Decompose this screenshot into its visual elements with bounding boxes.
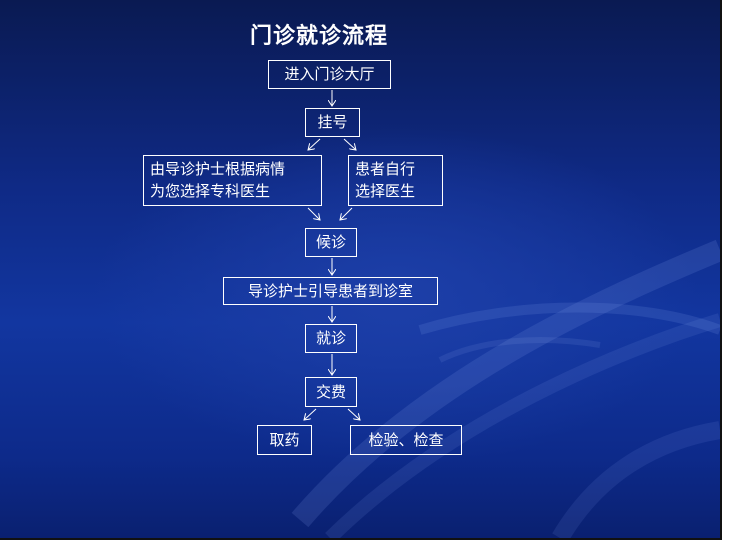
node-self-choice-line-2: 选择医生 bbox=[355, 182, 416, 200]
node-register: 挂号 bbox=[305, 108, 360, 137]
flow-arrows bbox=[0, 100, 720, 538]
arrow-nurse-to-wait bbox=[307, 207, 320, 220]
background-swoosh-decoration bbox=[291, 239, 720, 538]
slide-bottom-edge bbox=[0, 538, 722, 540]
node-enter-hall: 进入门诊大厅 bbox=[268, 60, 391, 89]
arrow-pay-to-medicine bbox=[304, 408, 317, 420]
slide-right-edge bbox=[720, 0, 722, 538]
arrow-register-to-nurse bbox=[308, 138, 321, 150]
node-pay: 交费 bbox=[305, 377, 357, 407]
node-wait: 候诊 bbox=[305, 228, 357, 257]
node-exam: 检验、检查 bbox=[350, 425, 462, 455]
page-title: 门诊就诊流程 bbox=[250, 23, 389, 49]
node-nurse-choice: 由导诊护士根据病情 为您选择专科医生 bbox=[143, 155, 322, 206]
node-nurse-choice-line-1: 由导诊护士根据病情 bbox=[150, 160, 286, 178]
arrow-pay-to-exam bbox=[347, 408, 360, 420]
node-visit: 就诊 bbox=[305, 324, 357, 353]
node-self-choice-line-1: 患者自行 bbox=[355, 160, 416, 178]
node-self-choice: 患者自行 选择医生 bbox=[348, 155, 443, 206]
node-nurse-choice-line-2: 为您选择专科医生 bbox=[150, 182, 271, 200]
arrow-self-to-wait bbox=[340, 207, 353, 220]
node-medicine: 取药 bbox=[257, 425, 312, 455]
arrow-register-to-self bbox=[343, 138, 356, 150]
node-guide: 导诊护士引导患者到诊室 bbox=[223, 277, 438, 305]
slide: 门诊就诊流程 进入门诊大厅 挂号 由导诊护士根据病情 为您选择专科医生 患者自行… bbox=[0, 0, 720, 538]
